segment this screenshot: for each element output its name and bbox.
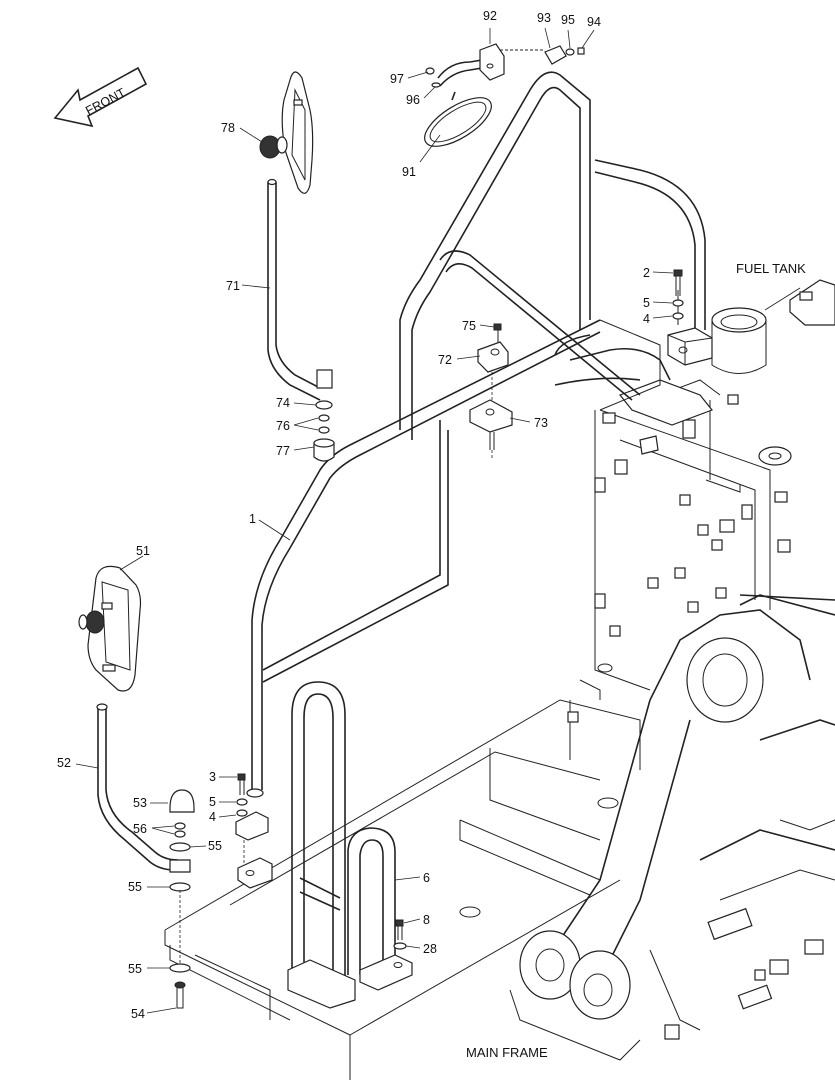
bolts-3-5-4: [235, 773, 269, 865]
part-label-77: 77: [276, 444, 290, 458]
part-label-78: 78: [221, 121, 235, 135]
part-label-73: 73: [534, 416, 548, 430]
part-label-56: 56: [133, 822, 147, 836]
part-label-55-b: 55: [128, 880, 142, 894]
mirror-78: [259, 71, 335, 462]
part-label-8: 8: [423, 913, 430, 927]
leader-lines: [75, 27, 674, 1014]
part-label-5-lower: 5: [209, 795, 216, 809]
part-label-28: 28: [423, 942, 437, 956]
rear-bracket: [667, 290, 713, 366]
part-label-51: 51: [136, 544, 150, 558]
part-label-74: 74: [276, 396, 290, 410]
front-arrow: FRONT: [53, 66, 148, 128]
part-label-71: 71: [226, 279, 240, 293]
part-label-52: 52: [57, 756, 71, 770]
part-label-4-lower: 4: [209, 810, 216, 824]
part-label-95: 95: [561, 13, 575, 27]
part-label-97: 97: [390, 72, 404, 86]
bolts-2-5-4: [672, 269, 684, 320]
hand-rail: [237, 681, 413, 1009]
boom-arm: [509, 594, 835, 1061]
part-label-76: 76: [276, 419, 290, 433]
part-label-55-c: 55: [128, 962, 142, 976]
mirror-51: [78, 565, 179, 871]
part-label-54: 54: [131, 1007, 145, 1021]
part-label-75: 75: [462, 319, 476, 333]
part-label-3: 3: [209, 770, 216, 784]
mirror-51-mount: [169, 789, 195, 1009]
part-label-92: 92: [483, 9, 497, 23]
clamp-72-73: [469, 323, 513, 460]
part-label-2: 2: [643, 266, 650, 280]
part-label-5-upper: 5: [643, 296, 650, 310]
part-label-1: 1: [249, 512, 256, 526]
fuel-tank-label: FUEL TANK: [736, 261, 806, 276]
main-frame: [164, 663, 641, 1080]
fuel-tank-filler: [711, 279, 835, 374]
part-label-53: 53: [133, 796, 147, 810]
guard-frame: [246, 71, 706, 798]
part-label-93: 93: [537, 11, 551, 25]
part-label-91: 91: [402, 165, 416, 179]
front-label: FRONT: [83, 85, 128, 118]
part-label-72: 72: [438, 353, 452, 367]
part-label-96: 96: [406, 93, 420, 107]
part-label-55-a: 55: [208, 839, 222, 853]
main-frame-label: MAIN FRAME: [466, 1045, 548, 1060]
part-labels: 92 93 95 94 97 96 91 78 71 2 5 4 75 72 7…: [57, 9, 650, 1021]
part-label-94: 94: [587, 15, 601, 29]
part-label-4-upper: 4: [643, 312, 650, 326]
rear-panel: [567, 379, 792, 723]
part-label-6: 6: [423, 871, 430, 885]
mirror-91: [424, 43, 585, 147]
